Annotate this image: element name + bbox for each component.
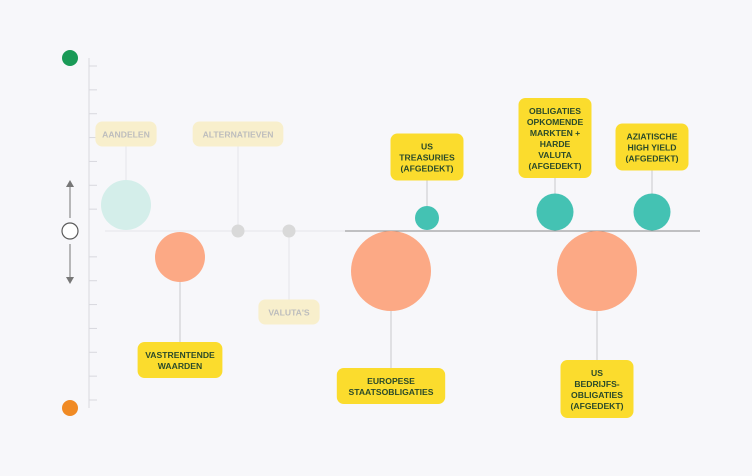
category-label-line: OPKOMENDE <box>527 117 584 127</box>
up-arrow-head-icon <box>66 180 74 187</box>
bubble <box>415 206 439 230</box>
category-label-line: WAARDEN <box>158 361 202 371</box>
category-label-line: AZIATISCHE <box>627 132 678 142</box>
category-label-line: (AFGEDEKT) <box>529 161 582 171</box>
bubble <box>101 180 151 230</box>
bubble <box>231 224 245 238</box>
category-label-box <box>560 360 634 418</box>
down-arrow-head-icon <box>66 277 74 284</box>
bubble <box>557 231 637 311</box>
category-label-box <box>615 123 689 171</box>
category-label-line: US <box>591 368 603 378</box>
category-label-box <box>95 121 157 147</box>
category-label-line: US <box>421 142 433 152</box>
category-label-line: MARKTEN + <box>530 128 580 138</box>
neutral-icon <box>61 222 79 240</box>
category-label-line: HIGH YIELD <box>627 143 676 153</box>
category-label-line: (AFGEDEKT) <box>571 401 624 411</box>
category-label-box <box>137 342 223 378</box>
bubble <box>536 193 574 231</box>
category-label-line: VASTRENTENDE <box>145 350 215 360</box>
category-label-line: STAATSOBLIGATIES <box>349 387 434 397</box>
category-label-line: (AFGEDEKT) <box>626 154 679 164</box>
category-label-line: OBLIGATIES <box>529 106 581 116</box>
category-label-line: BEDRIJFS- <box>574 379 619 389</box>
category-label-box <box>518 98 592 178</box>
minus-icon <box>62 400 78 416</box>
category-label-box <box>192 121 284 147</box>
bubble <box>633 193 671 231</box>
bubble <box>351 231 431 311</box>
category-label-line: (AFGEDEKT) <box>401 164 454 174</box>
category-label-line: VALUTA'S <box>268 308 310 318</box>
category-label-line: TREASURIES <box>399 153 455 163</box>
category-label-box <box>258 299 320 325</box>
bubble <box>282 224 296 238</box>
category-label-line: ALTERNATIEVEN <box>203 130 274 140</box>
plus-icon <box>62 50 78 66</box>
category-label-line: VALUTA <box>538 150 572 160</box>
category-label: ALTERNATIEVEN <box>203 130 274 140</box>
category-label-box <box>390 133 464 181</box>
category-label-line: EUROPESE <box>367 376 415 386</box>
category-label-line: HARDE <box>540 139 571 149</box>
category-label-line: OBLIGATIES <box>571 390 623 400</box>
bubble <box>155 232 205 282</box>
category-label-box <box>336 368 446 404</box>
category-label-line: AANDELEN <box>102 130 150 140</box>
category-label: AANDELEN <box>102 130 150 140</box>
category-label: VALUTA'S <box>268 308 310 318</box>
